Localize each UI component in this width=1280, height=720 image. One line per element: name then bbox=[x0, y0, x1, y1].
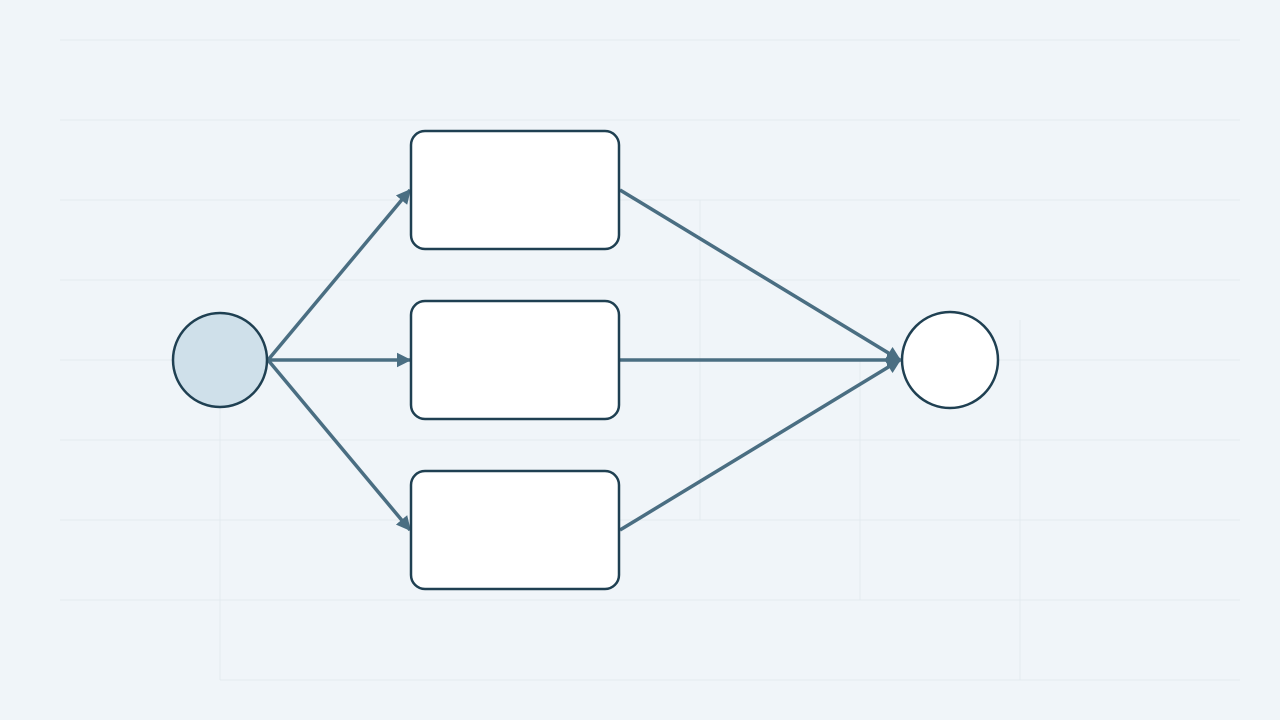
end-node[interactable] bbox=[900, 310, 1000, 410]
edge-start-task-3 bbox=[266, 358, 412, 532]
task-node-2[interactable] bbox=[409, 299, 621, 421]
task-node-1[interactable] bbox=[409, 129, 621, 251]
start-node[interactable] bbox=[171, 311, 269, 409]
edge-task-3-end bbox=[619, 358, 902, 532]
edge-task-1-end bbox=[619, 188, 902, 362]
task-node-3[interactable] bbox=[409, 469, 621, 591]
edge-start-task-1 bbox=[266, 188, 412, 362]
